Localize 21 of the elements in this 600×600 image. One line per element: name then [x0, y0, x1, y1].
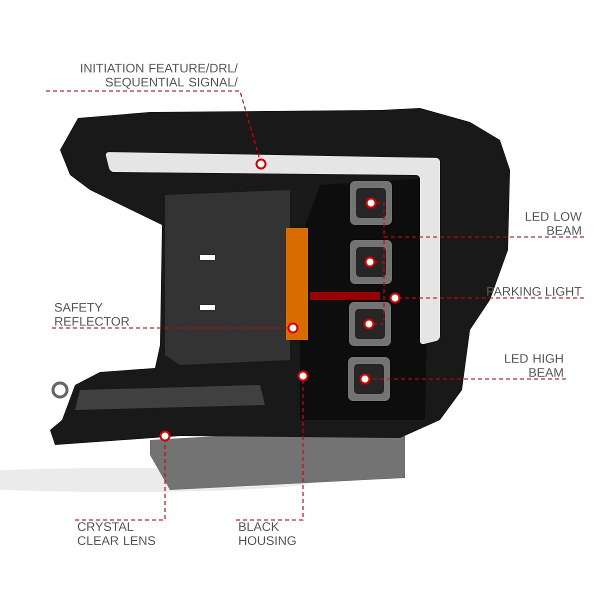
callout-label: INITIATION FEATURE/DRL/ SEQUENTIAL SIGNAL/ — [81, 63, 238, 89]
leader-line — [236, 382, 304, 521]
callout-dot — [160, 430, 170, 442]
callout-dot — [390, 292, 400, 304]
leader-line — [370, 378, 566, 380]
callout-dot — [364, 256, 376, 268]
callout-dot — [288, 322, 298, 334]
callout-label: BLACK HOUSING — [239, 522, 296, 546]
leader-line — [52, 327, 288, 329]
callout-label: LED LOW BEAM — [526, 212, 582, 235]
callout-dot — [298, 370, 308, 382]
leader-line — [75, 442, 166, 521]
callout-label: CRYSTAL CLEAR LENS — [78, 522, 156, 546]
callout-label: LED HIGH BEAM — [505, 354, 563, 377]
callout-dot — [360, 374, 370, 384]
leader-line — [400, 297, 584, 299]
leader-line — [374, 236, 584, 325]
callout-dot — [256, 158, 266, 170]
callout-dot — [366, 198, 376, 208]
callout-dot — [364, 318, 374, 330]
callout-label: SAFETY REFLECTOR — [54, 302, 130, 326]
